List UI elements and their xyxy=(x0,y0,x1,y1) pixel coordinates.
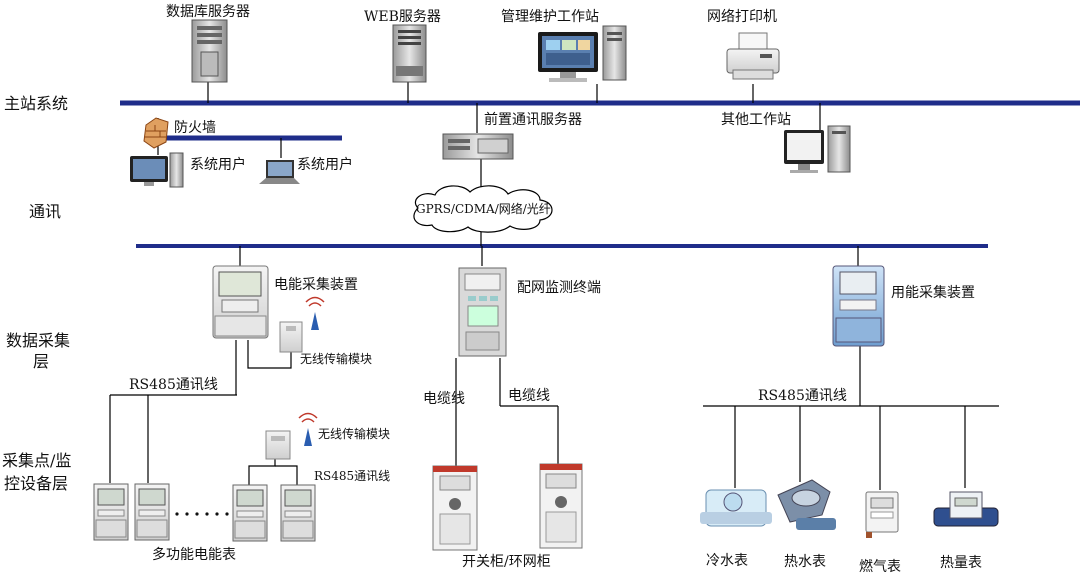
power-acquisition-device-icon xyxy=(212,265,269,339)
other-workstation-icon xyxy=(784,125,851,173)
system-user-label-1: 系统用户 xyxy=(190,156,246,173)
rs485-left-label: RS485通讯线 xyxy=(129,377,218,393)
layer-device-label-2: 控设备层 xyxy=(4,474,68,493)
layer-acquisition-label: 数据采集 xyxy=(6,331,70,350)
rs485-mid-label: RS485通讯线 xyxy=(314,469,390,483)
firewall-label: 防火墙 xyxy=(174,120,216,136)
heat-meter-label: 热量表 xyxy=(940,555,982,571)
network-printer-icon xyxy=(726,32,780,80)
cloud-label: GPRS/CDMA/网络/光纤 xyxy=(416,201,551,216)
power-acquisition-label: 电能采集装置 xyxy=(274,276,358,293)
meter-icon-1 xyxy=(93,483,129,541)
layer-device-label: 采集点/监 xyxy=(2,451,71,470)
cabinet-label: 开关柜/环网柜 xyxy=(462,554,551,570)
management-workstation-icon xyxy=(538,25,627,82)
wireless-module-label: 无线传输模块 xyxy=(300,351,372,366)
meter-icon-4 xyxy=(280,484,316,542)
connector-lines xyxy=(109,82,999,490)
cold-water-label: 冷水表 xyxy=(706,553,748,569)
gas-meter-icon xyxy=(865,491,899,538)
energy-acquisition-label: 用能采集装置 xyxy=(891,284,975,301)
layer-master-label: 主站系统 xyxy=(4,94,68,113)
laptop-user-icon xyxy=(259,160,300,184)
meter-icon-3 xyxy=(232,484,268,542)
energy-acquisition-device-icon xyxy=(832,265,885,347)
wireless-module-icon xyxy=(279,321,303,353)
heat-meter-icon xyxy=(933,491,999,527)
hot-water-label: 热水表 xyxy=(784,554,826,570)
database-server-icon xyxy=(191,19,228,83)
mgmt-workstation-label: 管理维护工作站 xyxy=(501,9,599,25)
rs485-right-label: RS485通讯线 xyxy=(758,388,847,404)
cold-water-meter-icon xyxy=(700,489,772,527)
printer-label: 网络打印机 xyxy=(707,8,777,25)
system-user-label-2: 系统用户 xyxy=(297,156,353,173)
hot-water-meter-icon xyxy=(777,479,836,530)
gas-meter-label: 燃气表 xyxy=(859,558,901,575)
other-workstation-label: 其他工作站 xyxy=(721,112,791,128)
antenna-icon-2 xyxy=(298,412,318,446)
cable-label-2: 电缆线 xyxy=(508,388,550,404)
front-comm-server-icon xyxy=(442,133,514,160)
antenna-icon xyxy=(305,296,325,330)
layer-comm-label: 通讯 xyxy=(29,202,61,221)
cable-label-1: 电缆线 xyxy=(423,391,465,407)
meters-label: 多功能电能表 xyxy=(152,546,236,563)
switch-cabinet-icon-1 xyxy=(432,465,478,551)
ellipsis-dots xyxy=(175,512,229,516)
layer-acquisition-label-2: 层 xyxy=(33,352,49,371)
wireless-module-label-2: 无线传输模块 xyxy=(318,426,390,441)
distribution-terminal-icon xyxy=(458,267,507,357)
switch-cabinet-icon-2 xyxy=(539,463,583,549)
firewall-icon xyxy=(143,117,169,149)
wireless-module-icon-2 xyxy=(265,430,291,460)
front-server-label: 前置通讯服务器 xyxy=(484,111,582,128)
network-cloud-icon xyxy=(413,185,553,233)
web-server-label: WEB服务器 xyxy=(364,9,441,25)
dtu-label: 配网监测终端 xyxy=(517,280,601,296)
db-server-label: 数据库服务器 xyxy=(166,4,250,20)
web-server-icon xyxy=(392,24,427,83)
meter-icon-2 xyxy=(134,483,170,541)
desktop-user-icon xyxy=(130,152,184,188)
